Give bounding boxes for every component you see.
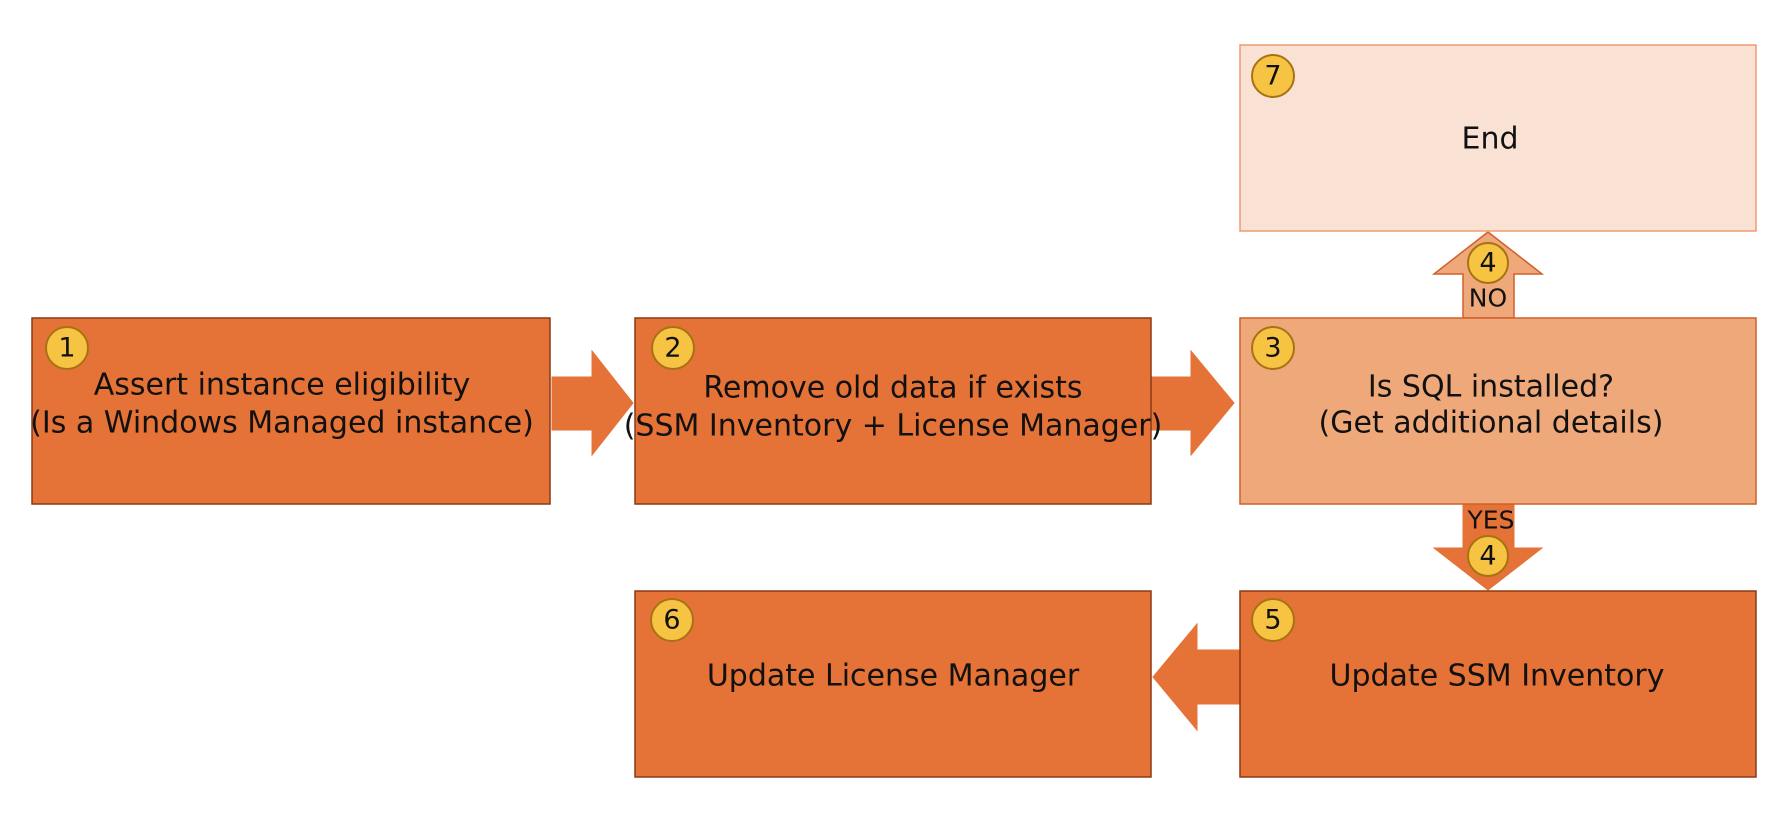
step-5-badge: 5: [1264, 605, 1281, 636]
step-2-box: 2 Remove old data if exists (SSM Invento…: [624, 317, 1163, 505]
step-1-box: 1 Assert instance eligibility (Is a Wind…: [30, 317, 551, 505]
arrow-2-to-3: [1150, 349, 1235, 457]
no-branch-badge: 4: [1467, 242, 1509, 284]
step-5-title: Update SSM Inventory: [1330, 659, 1665, 694]
yes-branch-badge: 4: [1467, 535, 1509, 577]
step-3-decision-box: 3 Is SQL installed? (Get additional deta…: [1239, 317, 1757, 505]
arrow-1-to-2: [551, 349, 634, 457]
yes-branch-label: YES: [1467, 506, 1515, 535]
arrow-5-to-6: [1152, 622, 1241, 732]
step-7-title: End: [1461, 122, 1518, 157]
step-3-title: Is SQL installed?: [1368, 370, 1614, 405]
step-6-badge: 6: [663, 605, 680, 636]
step-3-badge: 3: [1264, 333, 1281, 364]
step-1-badge: 1: [58, 333, 75, 364]
arrow-3-to-5-yes: YES 4: [1432, 504, 1544, 591]
no-branch-label: NO: [1469, 284, 1507, 313]
step-2-badge: 2: [664, 333, 681, 364]
step-6-title: Update License Manager: [707, 659, 1080, 694]
step-1-title: Assert instance eligibility: [94, 368, 471, 403]
step-7-badge: 7: [1264, 61, 1281, 92]
step-5-box: 5 Update SSM Inventory: [1239, 590, 1757, 778]
step-1-subtitle: (Is a Windows Managed instance): [30, 406, 534, 441]
yes-branch-badge-number: 4: [1479, 541, 1496, 572]
step-6-box: 6 Update License Manager: [634, 590, 1152, 778]
arrow-3-to-7-no: 4 NO: [1431, 231, 1545, 319]
step-3-subtitle: (Get additional details): [1319, 406, 1664, 441]
step-2-title: Remove old data if exists: [703, 371, 1082, 406]
step-7-end-box: 7 End: [1239, 44, 1757, 232]
step-2-subtitle: (SSM Inventory + License Manager): [624, 409, 1163, 444]
no-branch-badge-number: 4: [1479, 248, 1496, 279]
